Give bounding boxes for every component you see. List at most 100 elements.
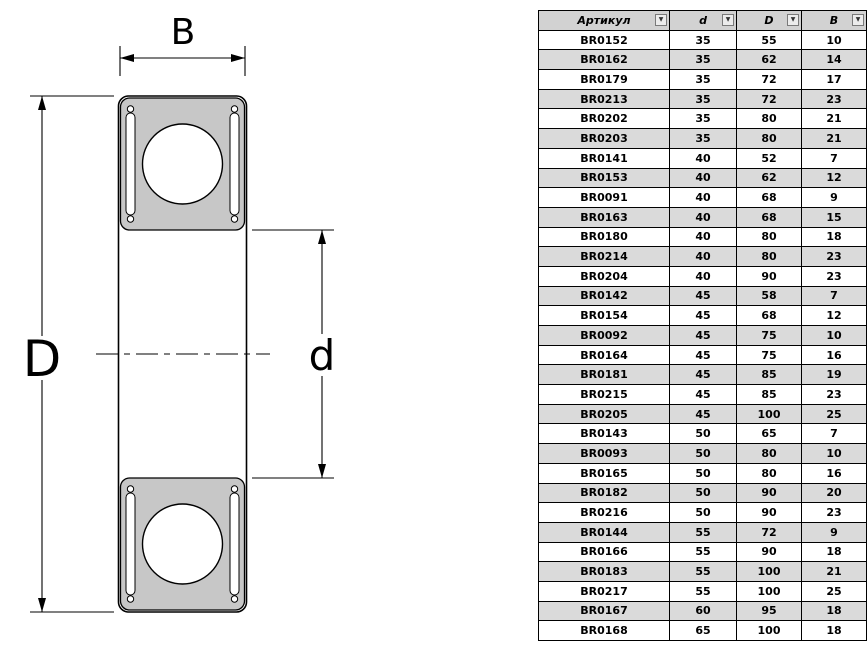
- cell-d: 50: [669, 423, 737, 445]
- column-header-label: D: [764, 13, 774, 27]
- cell-B: 15: [801, 206, 867, 228]
- filter-dropdown-article[interactable]: ▼: [655, 14, 667, 27]
- cell-D: 80: [736, 226, 802, 248]
- cell-D: 85: [736, 364, 802, 386]
- cell-d: 35: [669, 88, 737, 110]
- cell-d: 55: [669, 521, 737, 543]
- cell-B: 21: [801, 128, 867, 149]
- cell-article: BR0166: [538, 541, 670, 563]
- chevron-down-icon: ▼: [658, 16, 664, 24]
- cell-B: 10: [801, 29, 867, 51]
- cell-B: 17: [801, 69, 867, 90]
- cell-article: BR0163: [538, 206, 670, 228]
- cell-article: BR0214: [538, 246, 670, 267]
- dim-label-d: d: [309, 331, 336, 380]
- cell-article: BR0164: [538, 344, 670, 366]
- seal-lip-icon: [126, 595, 135, 603]
- cell-d: 35: [669, 128, 737, 149]
- cell-B: 23: [801, 384, 867, 405]
- seal-right-bottom: [229, 492, 240, 596]
- column-header-B: B▼: [801, 10, 867, 31]
- cell-article: BR0143: [538, 423, 670, 445]
- cell-D: 100: [736, 620, 802, 641]
- cell-d: 45: [669, 384, 737, 405]
- cell-article: BR0181: [538, 364, 670, 386]
- filter-dropdown-d[interactable]: ▼: [722, 14, 734, 27]
- cell-B: 9: [801, 187, 867, 208]
- cell-d: 40: [669, 265, 737, 287]
- cell-d: 35: [669, 108, 737, 130]
- cell-article: BR0215: [538, 384, 670, 405]
- cell-d: 40: [669, 206, 737, 228]
- cell-B: 12: [801, 305, 867, 326]
- seal-lip-icon: [230, 215, 239, 223]
- cell-article: BR0213: [538, 88, 670, 110]
- cell-d: 55: [669, 541, 737, 563]
- cell-article: BR0180: [538, 226, 670, 248]
- cell-d: 50: [669, 482, 737, 504]
- seal-left-bottom: [125, 492, 136, 596]
- cell-d: 35: [669, 69, 737, 90]
- cell-B: 23: [801, 88, 867, 110]
- cell-B: 16: [801, 344, 867, 366]
- filter-dropdown-D[interactable]: ▼: [787, 14, 799, 27]
- cell-d: 50: [669, 502, 737, 523]
- cell-B: 19: [801, 364, 867, 386]
- cell-B: 23: [801, 246, 867, 267]
- cell-d: 45: [669, 285, 737, 307]
- cell-B: 23: [801, 502, 867, 523]
- arrowhead-down-icon: [38, 598, 46, 612]
- seal-lip-icon: [126, 485, 135, 493]
- cell-d: 50: [669, 443, 737, 464]
- cell-B: 18: [801, 226, 867, 248]
- cell-B: 21: [801, 561, 867, 582]
- cell-D: 72: [736, 69, 802, 90]
- arrowhead-down-icon: [318, 464, 326, 478]
- cell-B: 9: [801, 521, 867, 543]
- cell-B: 10: [801, 443, 867, 464]
- cell-article: BR0183: [538, 561, 670, 582]
- cell-D: 85: [736, 384, 802, 405]
- seal-lip-icon: [230, 595, 239, 603]
- cell-article: BR0091: [538, 187, 670, 208]
- cell-article: BR0154: [538, 305, 670, 326]
- column-header-D: D▼: [736, 10, 802, 31]
- cell-D: 65: [736, 423, 802, 445]
- cell-D: 100: [736, 580, 802, 602]
- cell-D: 80: [736, 443, 802, 464]
- cell-B: 7: [801, 147, 867, 169]
- cell-d: 35: [669, 49, 737, 71]
- cell-B: 18: [801, 620, 867, 641]
- cell-article: BR0179: [538, 69, 670, 90]
- cell-article: BR0167: [538, 600, 670, 622]
- cell-B: 21: [801, 108, 867, 130]
- filter-dropdown-B[interactable]: ▼: [852, 14, 864, 27]
- dim-label-B: B: [171, 12, 196, 53]
- cell-article: BR0162: [538, 49, 670, 71]
- cell-D: 80: [736, 462, 802, 484]
- arrowhead-up-icon: [38, 96, 46, 110]
- column-header-label: d: [699, 13, 707, 27]
- cell-d: 45: [669, 325, 737, 346]
- cell-article: BR0182: [538, 482, 670, 504]
- cell-D: 100: [736, 561, 802, 582]
- cell-d: 65: [669, 620, 737, 641]
- cell-D: 62: [736, 49, 802, 71]
